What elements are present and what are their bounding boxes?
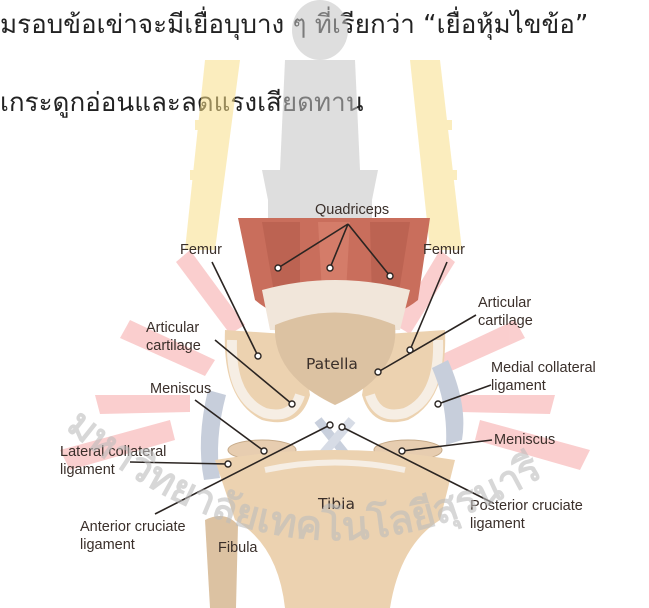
- label-meniscus-left: Meniscus: [150, 381, 211, 397]
- label-articular-right-2: cartilage: [478, 313, 533, 329]
- label-medial-collateral-2: ligament: [491, 378, 546, 394]
- label-articular-left-2: cartilage: [146, 338, 201, 354]
- label-articular-left-1: Articular: [146, 320, 199, 336]
- label-femur-right: Femur: [423, 242, 465, 258]
- label-fibula: Fibula: [218, 540, 258, 556]
- label-anterior-cruciate-1: Anterior cruciate: [80, 519, 186, 535]
- label-medial-collateral-1: Medial collateral: [491, 360, 596, 376]
- label-anterior-cruciate-2: ligament: [80, 537, 135, 553]
- label-femur-left: Femur: [180, 242, 222, 258]
- label-articular-right-1: Articular: [478, 295, 531, 311]
- label-quadriceps: Quadriceps: [315, 202, 389, 218]
- label-patella: Patella: [306, 355, 358, 373]
